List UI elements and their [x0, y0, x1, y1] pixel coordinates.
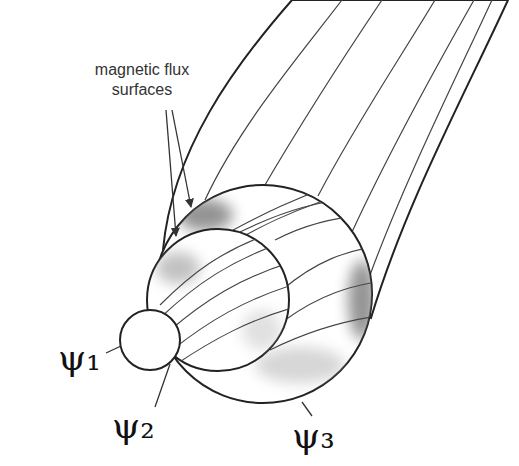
surface-label: ψ₂ [112, 404, 155, 447]
leader-lines [106, 110, 312, 416]
surface-label: ψ₁ [58, 336, 101, 379]
annotation-note: magnetic flux surfaces [72, 60, 212, 100]
surface-label: ψ₃ [292, 414, 335, 457]
inner-surface [120, 310, 180, 370]
